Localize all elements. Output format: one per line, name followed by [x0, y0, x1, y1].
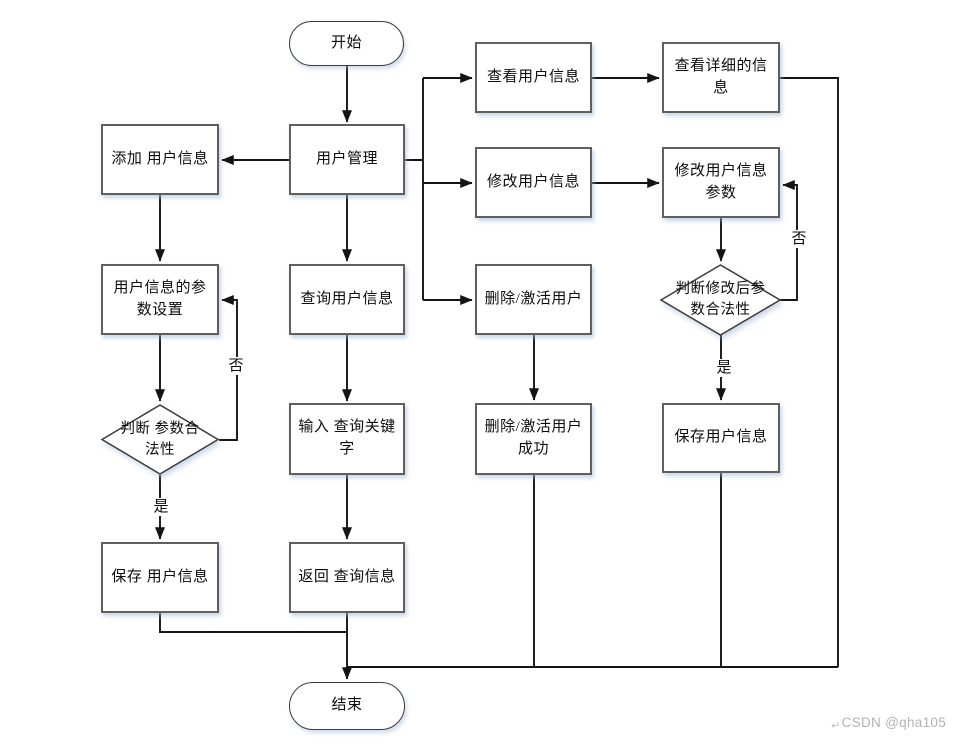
node-view-user-info: 查看用户信息: [475, 42, 592, 113]
node-view-detail-info: 查看详细的信 息: [662, 42, 780, 113]
start-terminator: 开始: [289, 21, 404, 66]
decision-check-modified-param-validity: 判断修改后参 数合法性: [659, 264, 782, 336]
node-modify-user-info-param: 修改用户信息 参数: [662, 147, 780, 218]
return-glyph-icon: ↵: [831, 720, 841, 732]
decision-check-param-validity: 判断 参数合 法性: [100, 404, 220, 475]
node-delete-activate-user-success: 删除/激活用户 成功: [475, 403, 592, 475]
node-user-management: 用户管理: [289, 124, 405, 195]
node-input-query-keyword: 输入 查询关键 字: [289, 403, 405, 475]
node-save-user-info-right: 保存用户信息: [662, 403, 780, 473]
node-modify-user-info: 修改用户信息: [475, 147, 592, 218]
node-save-user-info-left: 保存 用户信息: [101, 542, 219, 613]
edge-label-no-left: 否: [222, 357, 250, 375]
node-query-user-info: 查询用户信息: [289, 264, 405, 335]
decision-label: 判断 参数合 法性: [120, 420, 200, 458]
edge-mgmt-right-trunk: [405, 78, 424, 300]
edge-save-left-merge: [159, 613, 347, 633]
end-terminator: 结束: [289, 682, 405, 730]
decision-label: 判断修改后参 数合法性: [675, 281, 766, 318]
edge-view-detail-down: [780, 77, 839, 667]
edge-label-no-right: 否: [785, 230, 813, 248]
diamond-shape: [100, 404, 220, 475]
edge-label-yes-right: 是: [710, 359, 738, 377]
watermark-text: CSDN @qha105: [841, 715, 946, 730]
node-user-info-param-setting: 用户信息的参 数设置: [101, 264, 219, 335]
edge-label-yes-left: 是: [147, 498, 175, 516]
diamond-shape: [659, 264, 782, 336]
node-add-user-info: 添加 用户信息: [101, 124, 219, 195]
csdn-watermark: ↵CSDN @qha105: [831, 715, 946, 732]
node-return-query-info: 返回 查询信息: [289, 542, 405, 613]
node-delete-activate-user: 删除/激活用户: [475, 264, 592, 335]
